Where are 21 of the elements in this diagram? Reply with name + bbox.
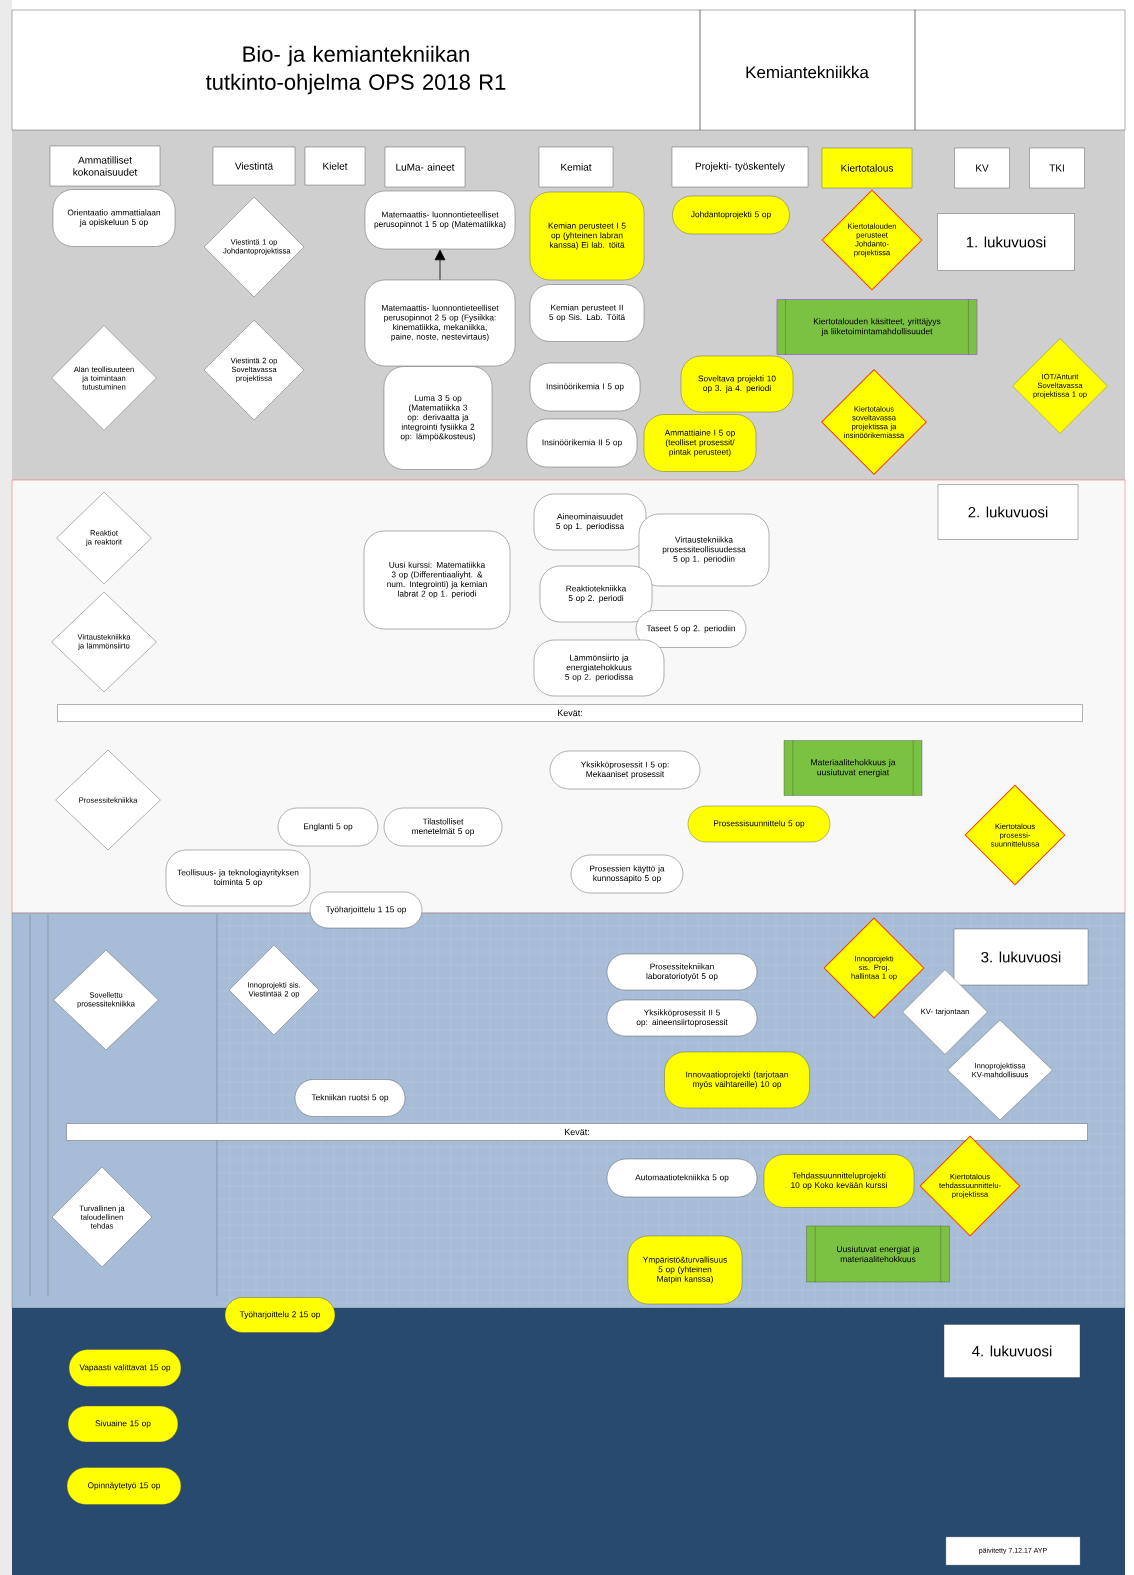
arrow xyxy=(434,249,446,281)
year-label: 2. lukuvuosi xyxy=(937,484,1079,540)
column-header: TKI xyxy=(1029,147,1085,189)
season-bar: Kevät: xyxy=(57,704,1083,722)
process-box: Materiaalitehokkuus ja uusiutuvat energiat xyxy=(783,740,923,796)
year-label: 3. lukuvuosi xyxy=(953,928,1089,986)
column-header: LuMa- aineet xyxy=(384,146,466,188)
column-header: Kielet xyxy=(304,146,366,186)
season-bar: Kevät: xyxy=(66,1123,1088,1141)
column-header: Kiertotalous xyxy=(821,147,913,189)
process-box: Uusiutuvat energiat ja materiaalitehokkuus xyxy=(806,1225,950,1283)
column-header: Kemiat xyxy=(538,146,614,188)
subtitle-box: Kemiantekniikka xyxy=(699,9,916,131)
column-header: KV xyxy=(954,147,1010,189)
column-header: Projekti- työskentely xyxy=(671,146,809,188)
column-header: Ammatilliset kokonaisuudet xyxy=(49,145,161,187)
process-box: Kiertotalouden käsitteet, yrittäjyys ja liiketoimintamahdollisuudet xyxy=(776,298,978,356)
column-header: Viestintä xyxy=(212,146,296,186)
year-label: 4. lukuvuosi xyxy=(943,1324,1081,1378)
title-box: Bio- ja kemiantekniikan tutkinto-ohjelma OPS 2018 R1 xyxy=(11,9,701,131)
year-label: 1. lukuvuosi xyxy=(937,213,1075,271)
